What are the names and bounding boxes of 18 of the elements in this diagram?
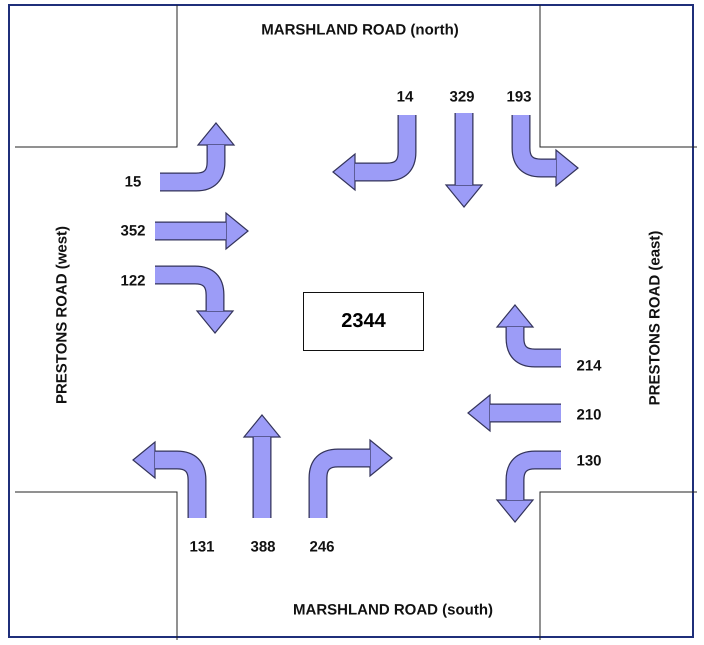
traffic-count: 14: [396, 88, 414, 106]
road-name: PRESTONS ROAD (east): [646, 230, 664, 406]
traffic-count: 15: [124, 174, 142, 190]
traffic-count: 352: [120, 222, 146, 240]
traffic-count: 130: [576, 452, 602, 470]
traffic-count: 246: [309, 538, 335, 556]
traffic-count: 388: [250, 538, 276, 556]
road-name: PRESTONS ROAD (west): [54, 226, 70, 404]
traffic-count: 122: [120, 272, 146, 290]
traffic-count: 131: [189, 538, 215, 556]
total-count: 2344: [341, 310, 386, 333]
traffic-count: 329: [449, 88, 475, 106]
total-box: [303, 292, 424, 351]
traffic-count: 210: [576, 406, 602, 424]
road-name: MARSHLAND ROAD (south): [293, 602, 493, 618]
road-name: MARSHLAND ROAD (north): [261, 22, 459, 38]
traffic-count: 193: [506, 88, 532, 106]
traffic-count: 214: [576, 358, 602, 374]
